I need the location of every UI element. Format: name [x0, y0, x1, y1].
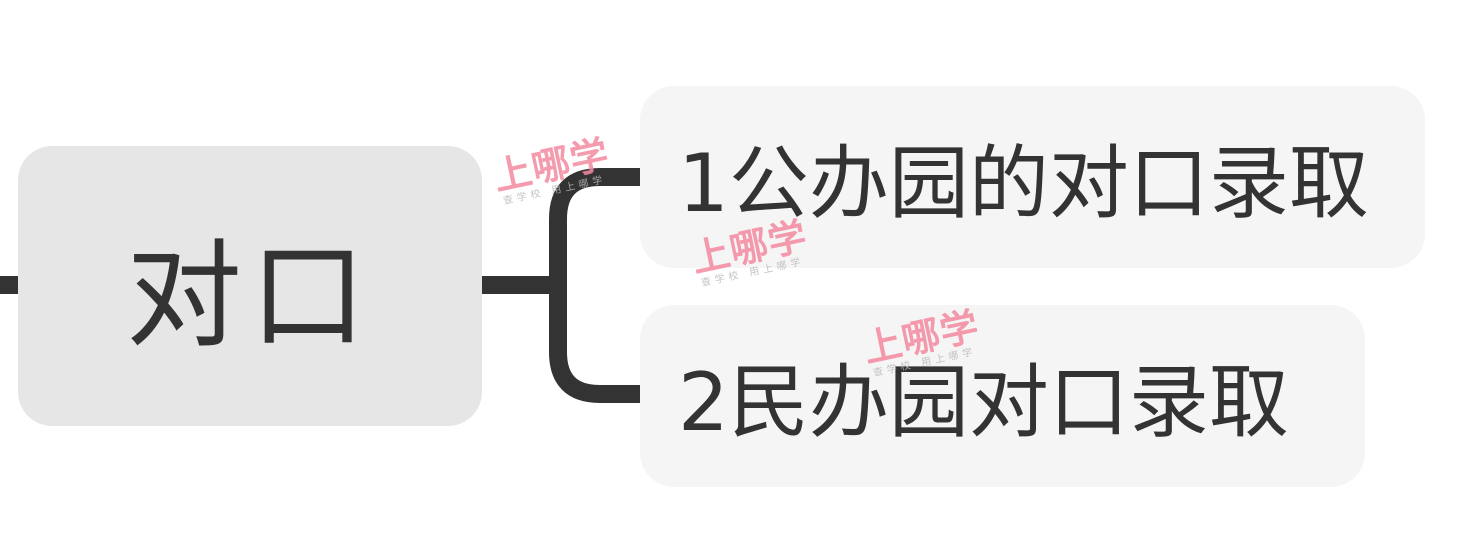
child-node-label: 1公办园的对口录取: [678, 137, 1369, 230]
fork-to-child-2-line: [549, 285, 640, 403]
root-node-label: 对口: [126, 229, 374, 364]
fork-to-child-1-line: [549, 168, 640, 285]
child-node-public-kindergarten[interactable]: 1公办园的对口录取: [640, 86, 1425, 268]
child-node-label: 2民办园对口录取: [678, 356, 1289, 449]
child-node-private-kindergarten[interactable]: 2民办园对口录取: [640, 305, 1365, 487]
root-node[interactable]: 对口: [18, 146, 482, 426]
